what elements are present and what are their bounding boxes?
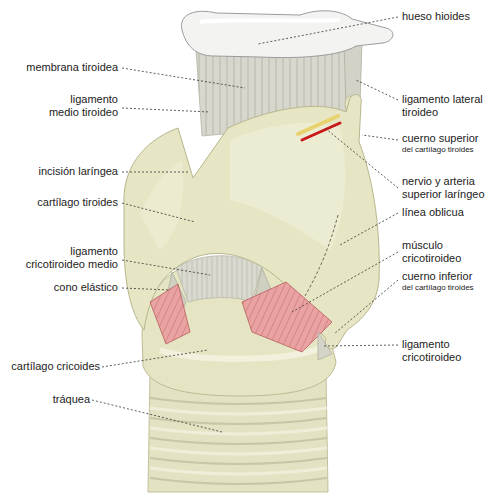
leader-line bbox=[122, 172, 190, 173]
leader-line bbox=[102, 350, 208, 367]
part-label: cartílago tiroides bbox=[6, 196, 118, 209]
tracheal-rings bbox=[150, 398, 327, 484]
leader-line bbox=[362, 135, 398, 140]
oblique-line bbox=[305, 215, 338, 296]
part-label: tráquea bbox=[4, 393, 90, 406]
hyoid-highlight bbox=[200, 20, 340, 22]
part-label: del cartílago tiroides bbox=[402, 145, 496, 155]
leader-line bbox=[258, 17, 398, 44]
leader-line bbox=[122, 203, 195, 222]
part-label: cuerno inferior bbox=[402, 270, 496, 283]
thyroid-highlight-left bbox=[140, 160, 183, 250]
leader-line bbox=[122, 68, 245, 88]
leader-line bbox=[122, 260, 210, 275]
superior-laryngeal-artery bbox=[302, 123, 340, 140]
leader-line bbox=[122, 288, 170, 290]
hyoid-bone bbox=[181, 11, 392, 58]
part-label: ligamento lateral tiroideo bbox=[402, 93, 496, 119]
part-label: cuerno superior bbox=[402, 132, 496, 145]
part-label: nervio y arteria superior laríngeo bbox=[402, 175, 492, 201]
median-cricothyroid-ligament bbox=[176, 256, 262, 302]
part-label: del cartílago tiroides bbox=[402, 283, 496, 293]
part-label: línea oblicua bbox=[402, 206, 496, 219]
leader-line bbox=[92, 400, 222, 432]
leader-lines bbox=[92, 17, 398, 432]
ring-highlight bbox=[150, 408, 327, 474]
part-label: músculo cricotiroideo bbox=[402, 239, 496, 265]
part-label: ligamento cricotiroideo medio bbox=[8, 245, 118, 271]
part-label: ligamento medio tiroideo bbox=[38, 93, 118, 119]
part-label: cartílago cricoides bbox=[4, 360, 100, 373]
leader-line bbox=[122, 108, 210, 112]
leader-line bbox=[340, 213, 398, 245]
leader-line bbox=[322, 345, 398, 346]
part-label: ligamento cricotiroideo bbox=[402, 338, 496, 364]
thyroid-highlight bbox=[230, 123, 345, 250]
cricothyroid-muscle-left bbox=[150, 284, 190, 344]
part-label: cono elástico bbox=[6, 281, 118, 294]
part-label: hueso hioides bbox=[402, 10, 496, 23]
leader-line bbox=[325, 128, 398, 188]
part-label: incisión laríngea bbox=[6, 165, 118, 178]
leader-line bbox=[292, 252, 398, 312]
part-label: membrana tiroidea bbox=[6, 61, 118, 74]
leader-line bbox=[334, 280, 398, 334]
leader-line bbox=[356, 80, 398, 100]
